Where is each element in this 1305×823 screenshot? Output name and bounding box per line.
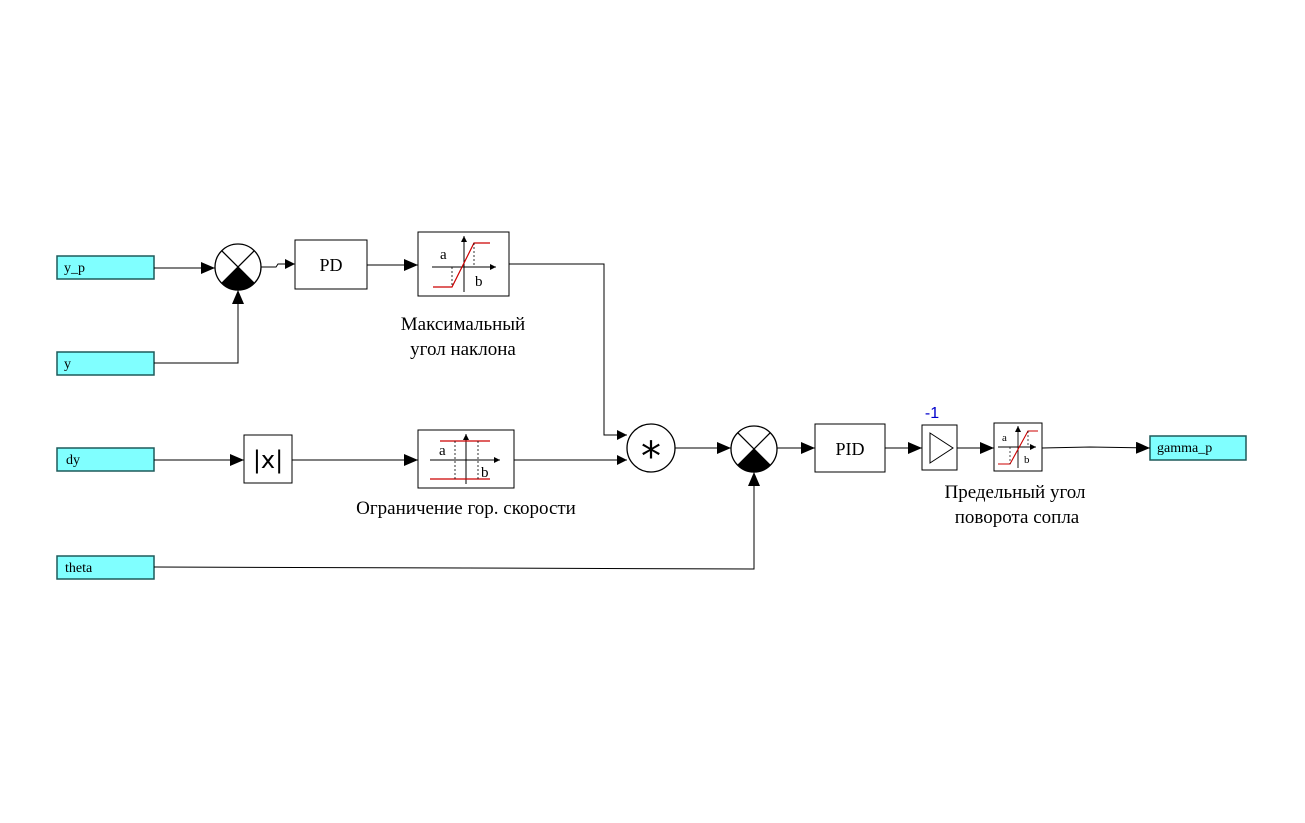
pd-block[interactable]: PD — [294, 239, 368, 290]
saturation-1-label-a: a — [440, 247, 447, 263]
pd-block-label: PD — [319, 255, 342, 275]
caption-nozzle-line1: Предельный угол — [944, 482, 1086, 503]
port-y-label: y — [64, 357, 71, 372]
abs-block[interactable]: |x| — [243, 434, 293, 484]
port-y[interactable]: y — [56, 351, 155, 376]
abs-block-label: |x| — [253, 446, 283, 474]
port-gamma-p[interactable]: gamma_p — [1149, 435, 1247, 461]
caption-nozzle-line2: поворота сопла — [955, 507, 1080, 528]
caption-max-tilt-line1: Максимальный — [401, 314, 525, 335]
port-y-p[interactable]: y_p — [56, 255, 155, 280]
saturation-block-2[interactable]: a b — [417, 429, 515, 489]
port-dy[interactable]: dy — [56, 447, 155, 472]
saturation-1-label-b: b — [475, 274, 483, 290]
caption-max-tilt-line2: угол наклона — [410, 339, 516, 360]
sum-junction-1[interactable] — [214, 243, 262, 291]
saturation-block-3[interactable]: a b — [993, 422, 1043, 472]
port-theta[interactable]: theta — [56, 555, 155, 580]
connections — [153, 259, 1151, 570]
product-block[interactable]: * — [626, 423, 676, 480]
gain-value-label: -1 — [925, 405, 939, 422]
port-theta-label: theta — [65, 561, 93, 576]
wire-theta-to-sum2 — [153, 472, 760, 570]
wire-sum1-to-pd — [261, 259, 295, 269]
wire-sat1-to-product — [509, 263, 627, 440]
saturation-2-label-b: b — [481, 465, 489, 481]
saturation-3-label-a: a — [1002, 432, 1007, 444]
wire-sat3-to-output — [1041, 441, 1151, 454]
port-dy-label: dy — [66, 453, 80, 468]
sum-junction-2[interactable] — [730, 425, 778, 473]
product-symbol: * — [641, 434, 661, 480]
gain-block[interactable]: -1 — [921, 405, 958, 471]
saturation-block-1[interactable]: a b — [417, 231, 510, 297]
pid-block[interactable]: PID — [814, 423, 886, 473]
port-y-p-label: y_p — [64, 261, 85, 276]
port-gamma-p-label: gamma_p — [1157, 441, 1212, 456]
saturation-2-label-a: a — [439, 443, 446, 459]
saturation-3-label-b: b — [1024, 454, 1030, 466]
caption-speed-limit: Ограничение гор. скорости — [356, 498, 576, 519]
wire-y-to-sum1 — [154, 290, 244, 364]
pid-block-label: PID — [835, 439, 864, 459]
